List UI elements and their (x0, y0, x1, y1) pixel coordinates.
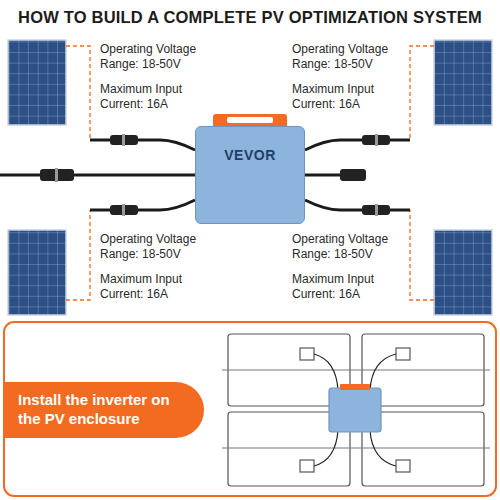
inverter-box: VEVOR (195, 126, 305, 224)
spec-label: Operating Voltage Range: 18-50V (292, 42, 404, 72)
spec-label: Operating Voltage Range: 18-50V (292, 232, 404, 262)
instruction-text: Install the inverter on the PV enclosure (18, 391, 190, 429)
mounting-drawing (222, 334, 490, 486)
handle-slot (227, 117, 273, 123)
brand-logo: VEVOR (224, 147, 276, 163)
spec-label: Maximum Input Current: 16A (292, 82, 404, 112)
spec-label: Maximum Input Current: 16A (100, 82, 212, 112)
spec-label: Maximum Input Current: 16A (292, 272, 404, 302)
instruction-tab: Install the inverter on the PV enclosure (4, 382, 204, 438)
spec-label: Operating Voltage Range: 18-50V (100, 232, 212, 262)
bottom-panel (4, 322, 496, 496)
spec-label: Operating Voltage Range: 18-50V (100, 42, 212, 72)
solar-panels (8, 40, 492, 315)
title: HOW TO BUILD A COMPLETE PV OPTIMIZATION … (4, 8, 496, 27)
spec-label: Maximum Input Current: 16A (100, 272, 212, 302)
dashed-leaders (66, 46, 434, 300)
